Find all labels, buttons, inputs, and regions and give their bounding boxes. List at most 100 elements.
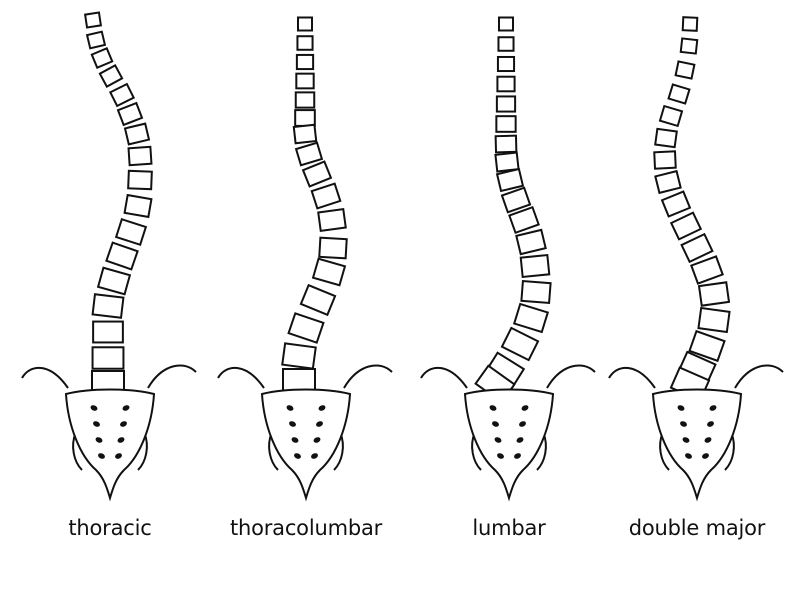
iliac-wing-right	[343, 364, 393, 389]
pelvis-thoracic	[21, 364, 197, 502]
pelvis-double-major	[608, 364, 784, 502]
sacral-foramen	[316, 421, 323, 427]
vertebra	[496, 75, 516, 93]
vertebra	[311, 257, 347, 287]
vertebra	[500, 326, 540, 362]
sacral-foramen	[95, 437, 103, 443]
spine-lumbar	[474, 16, 552, 404]
vertebra	[294, 91, 316, 109]
sacral-foramen	[117, 437, 125, 443]
sacral-foramen	[318, 405, 326, 411]
vertebra	[496, 55, 516, 73]
vertebra	[98, 64, 124, 88]
sacral-foramen	[497, 453, 504, 459]
vertebra	[96, 266, 132, 296]
vertebra	[294, 109, 316, 127]
sacral-foramen	[98, 453, 105, 459]
vertebra	[295, 53, 315, 71]
label-double-major: double major	[628, 516, 766, 540]
sacral-foramen	[680, 421, 687, 427]
vertebra	[519, 253, 551, 279]
vertebra	[123, 193, 153, 219]
vertebra	[301, 160, 333, 188]
sacral-foramen	[494, 437, 502, 443]
vertebra	[669, 211, 703, 241]
sacral-foramen	[120, 421, 127, 427]
vertebra	[127, 145, 153, 167]
pelvis-thoracolumbar	[217, 364, 393, 502]
vertebra	[108, 82, 136, 108]
sacral-foramen	[682, 437, 690, 443]
vertebra	[658, 104, 684, 128]
vertebra	[318, 236, 348, 260]
vertebra	[297, 16, 313, 32]
iliac-wing-left	[608, 366, 656, 389]
vertebra	[296, 35, 314, 51]
sacral-foramen	[489, 405, 497, 411]
sacral-foramen	[311, 453, 318, 459]
iliac-wing-left	[21, 366, 69, 389]
sacrum	[651, 388, 743, 502]
vertebra	[85, 30, 107, 50]
vertebra	[520, 279, 552, 305]
vertebra	[697, 281, 731, 307]
vertebra	[310, 182, 342, 210]
sacral-foramen	[519, 421, 526, 427]
vertebra	[295, 72, 315, 90]
spine-thoracic	[83, 11, 153, 394]
vertebra	[292, 123, 318, 145]
sacral-foramen	[294, 453, 301, 459]
vertebra	[83, 11, 103, 29]
vertebra	[674, 60, 696, 80]
vertebra	[688, 329, 726, 363]
iliac-wing-right	[147, 364, 197, 389]
label-thoracolumbar: thoracolumbar	[229, 516, 383, 540]
vertebra	[697, 306, 731, 334]
sacral-foramen	[704, 437, 712, 443]
vertebra	[287, 312, 325, 344]
sacral-foramen	[289, 421, 296, 427]
sacral-foramen	[514, 453, 521, 459]
vertebra	[654, 169, 682, 195]
vertebra	[92, 320, 124, 344]
iliac-wing-left	[420, 366, 468, 389]
sacral-foramen	[516, 437, 524, 443]
label-lumbar: lumbar	[472, 516, 546, 540]
sacral-foramen	[286, 405, 294, 411]
label-thoracic: thoracic	[68, 516, 152, 540]
vertebra	[498, 16, 514, 32]
vertebra	[105, 241, 139, 271]
vertebra	[680, 232, 714, 264]
sacral-foramen	[709, 405, 717, 411]
sacral-foramen	[702, 453, 709, 459]
vertebra	[90, 47, 114, 69]
sacral-foramen	[521, 405, 529, 411]
vertebra	[91, 346, 125, 370]
sacral-foramen	[122, 405, 130, 411]
vertebra	[690, 255, 724, 285]
vertebra	[512, 302, 550, 334]
vertebra	[654, 127, 678, 149]
vertebra	[494, 134, 518, 154]
vertebra	[123, 122, 151, 146]
sacral-foramen	[93, 421, 100, 427]
vertebra	[282, 368, 316, 392]
vertebra	[679, 37, 699, 55]
vertebra	[508, 205, 540, 235]
vertebra	[495, 95, 517, 113]
vertebra	[299, 283, 337, 317]
vertebra	[660, 190, 692, 218]
vertebra	[515, 228, 547, 256]
vertebra	[500, 186, 532, 214]
spine-double-major	[653, 16, 731, 402]
vertebra	[91, 293, 125, 319]
vertebra	[127, 169, 153, 191]
sacrum	[64, 388, 156, 502]
iliac-wing-right	[546, 364, 596, 389]
pelvis-lumbar	[420, 364, 596, 502]
vertebra	[681, 16, 699, 32]
vertebra	[495, 115, 517, 133]
sacral-foramen	[90, 405, 98, 411]
